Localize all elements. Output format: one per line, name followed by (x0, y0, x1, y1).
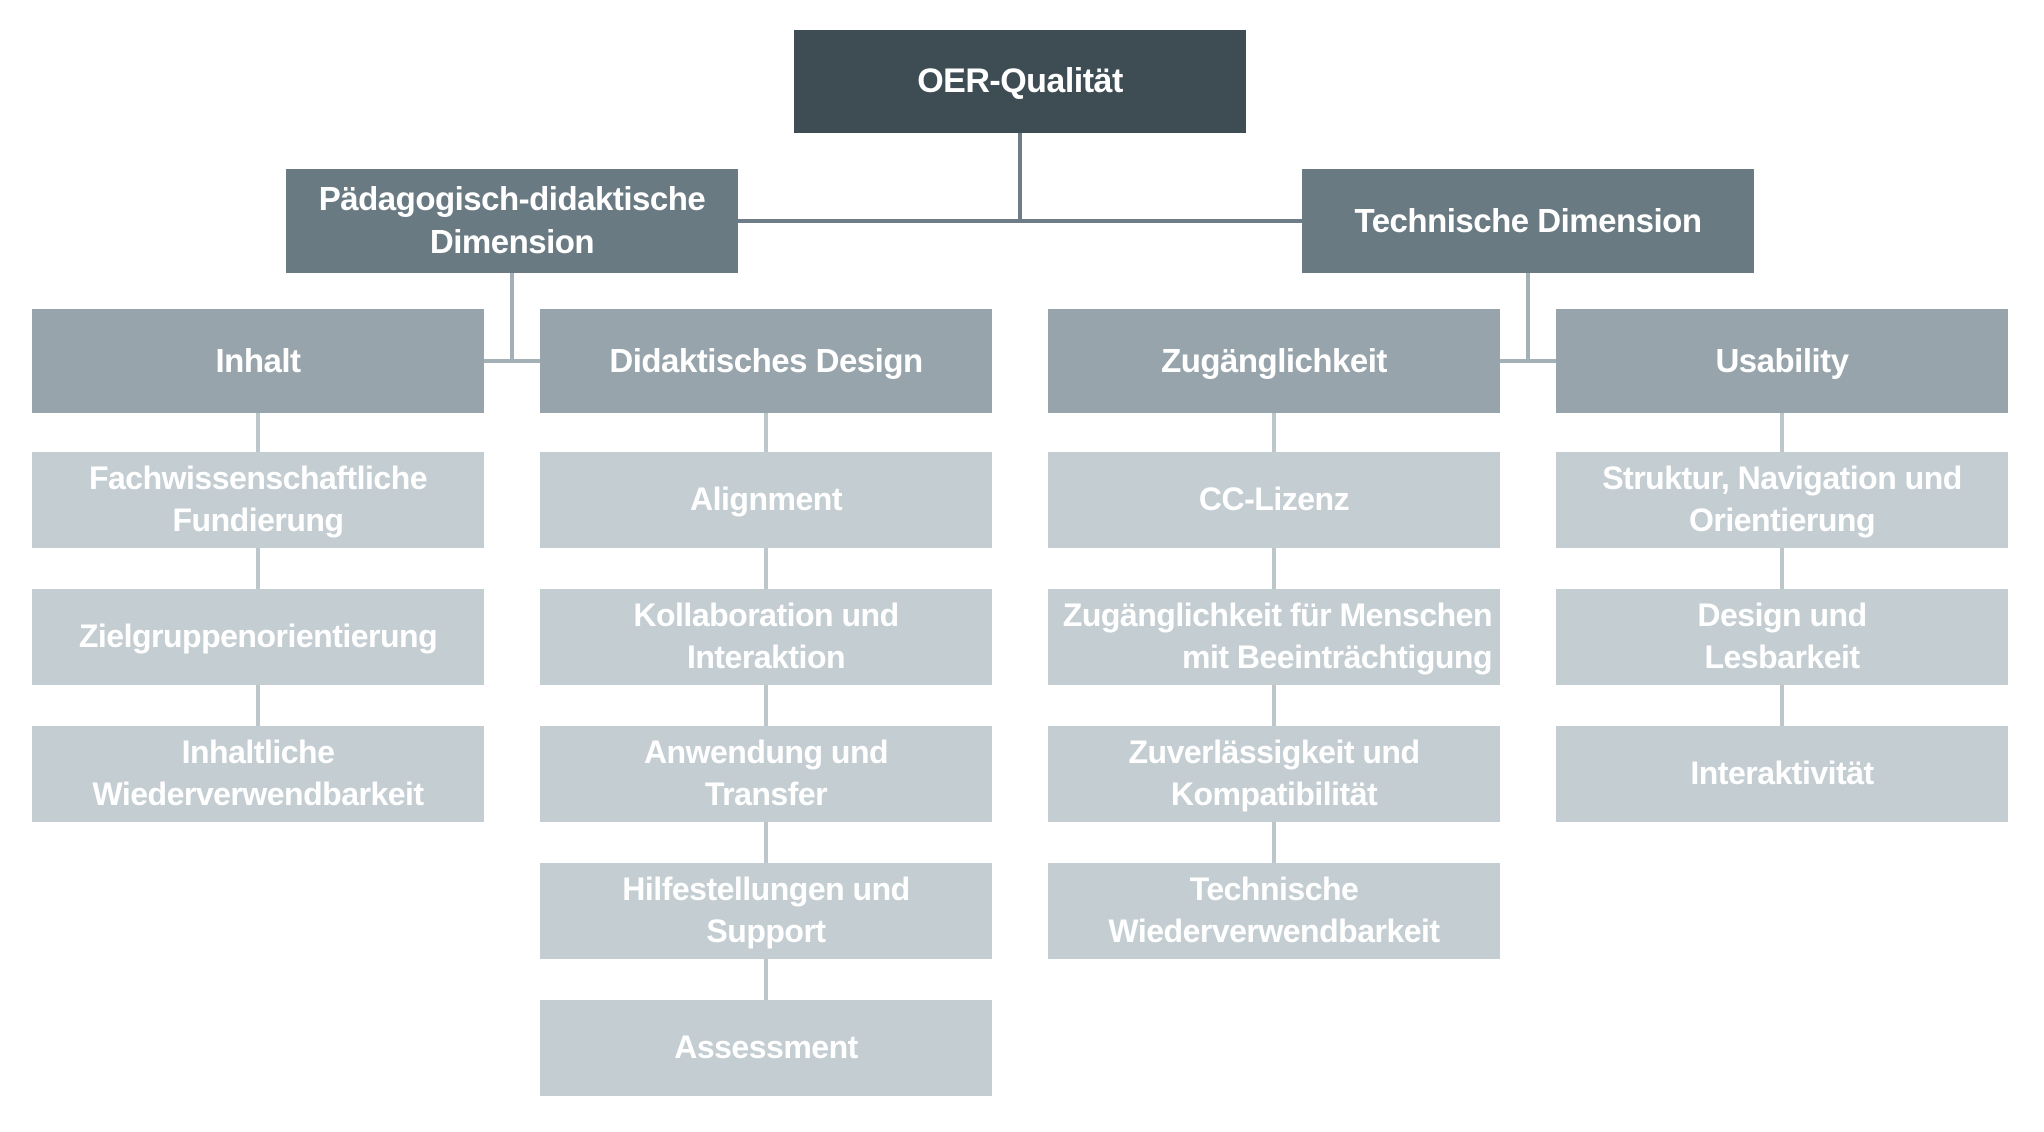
connector-col2-gap1 (764, 413, 768, 452)
node-interaktivitaet: Interaktivität (1556, 726, 2008, 822)
connector-dim1-tbar (482, 359, 542, 363)
node-assessment: Assessment (540, 1000, 992, 1096)
node-technische-wiederverwendbarkeit: Technische Wiederverwendbarkeit (1048, 863, 1500, 959)
node-cc-lizenz: CC-Lizenz (1048, 452, 1500, 548)
connector-col2-gap3 (764, 685, 768, 726)
node-alignment: Alignment (540, 452, 992, 548)
node-zielgruppenorientierung: Zielgruppenorientierung (32, 589, 484, 685)
connector-col3-gap4 (1272, 822, 1276, 863)
connector-col1-gap1 (256, 413, 260, 452)
connector-col2-gap2 (764, 548, 768, 589)
connector-col4-gap2 (1780, 548, 1784, 589)
node-inhalt: Inhalt (32, 309, 484, 413)
connector-col1-gap3 (256, 685, 260, 726)
node-anwendung-und-transfer: Anwendung und Transfer (540, 726, 992, 822)
node-zugaenglichkeit: Zugänglichkeit (1048, 309, 1500, 413)
connector-col3-gap3 (1272, 685, 1276, 726)
connector-dimensions-hbar (736, 219, 1304, 223)
node-usability: Usability (1556, 309, 2008, 413)
node-inhaltliche-wiederverwendbarkeit: Inhaltliche Wiederverwendbarkeit (32, 726, 484, 822)
connector-col3-gap2 (1272, 548, 1276, 589)
connector-dim1-drop (510, 273, 514, 363)
connector-dim2-tbar (1500, 359, 1560, 363)
node-technische-dimension: Technische Dimension (1302, 169, 1754, 273)
node-hilfestellungen-und-support: Hilfestellungen und Support (540, 863, 992, 959)
connector-col1-gap2 (256, 548, 260, 589)
connector-col4-gap1 (1780, 413, 1784, 452)
connector-col2-gap5 (764, 959, 768, 1000)
connector-col3-gap1 (1272, 413, 1276, 452)
connector-dim2-drop (1526, 273, 1530, 363)
node-zuverlaessigkeit-und-kompatibilitaet: Zuverlässigkeit und Kompatibilität (1048, 726, 1500, 822)
node-design-und-lesbarkeit: Design und Lesbarkeit (1556, 589, 2008, 685)
node-didaktisches-design: Didaktisches Design (540, 309, 992, 413)
node-struktur-navigation-und-orientierung: Struktur, Navigation und Orientierung (1556, 452, 2008, 548)
node-zugaenglichkeit-fuer-menschen-mit-beeintraechtigung: Zugänglichkeit für Menschen mit Beeinträ… (1048, 589, 1500, 685)
connector-col4-gap3 (1780, 685, 1784, 726)
node-fachwissenschaftliche-fundierung: Fachwissenschaftliche Fundierung (32, 452, 484, 548)
connector-root-drop (1018, 133, 1022, 221)
connector-col2-gap4 (764, 822, 768, 863)
node-paedagogisch-didaktische-dimension: Pädagogisch-didaktische Dimension (286, 169, 738, 273)
node-oer-qualitaet: OER-Qualität (794, 30, 1246, 133)
node-kollaboration-und-interaktion: Kollaboration und Interaktion (540, 589, 992, 685)
